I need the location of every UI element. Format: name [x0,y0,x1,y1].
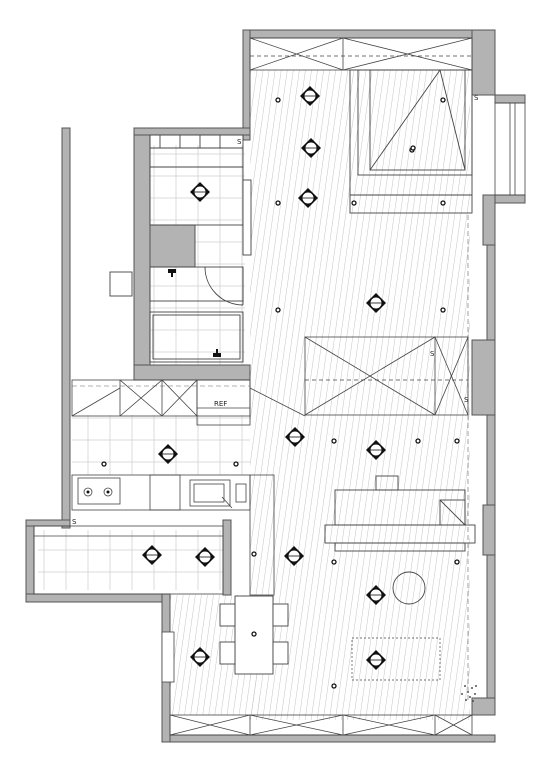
dot-icon [101,461,107,467]
dot-icon [454,438,460,444]
rug-table [351,637,441,681]
dot-icon [331,438,337,444]
switch-label-4: S [72,518,77,526]
dot-icon [440,97,446,103]
dot-icon [415,438,421,444]
kitchen-upper-cabinets [71,379,306,426]
top-wardrobe [249,37,473,71]
dot-icon [275,307,281,313]
dot-icon [233,461,239,467]
dashed-guides [72,215,469,700]
switch-label-3: S [237,138,242,146]
dot-icon [275,97,281,103]
bed [349,69,473,214]
switch-label-5: S [474,94,479,102]
dot-icon [275,200,281,206]
dot-icon [331,683,337,689]
dot-icon [440,307,446,313]
light-fixtures [101,97,460,689]
dot-icon [454,559,460,565]
round-table [392,571,426,605]
dot-icon [351,200,357,206]
dot-icon [440,200,446,206]
dot-icon [251,631,257,637]
sofa [324,475,476,552]
switch-label-1: S [430,350,435,358]
utility-box [109,271,133,297]
balcony-window [494,102,526,196]
dot-icon [410,145,416,151]
dot-icon [251,551,257,557]
faucet-icon [168,269,221,357]
lower-counter [33,525,224,595]
dot-icon [331,559,337,565]
plant-icon [461,685,477,702]
storage-unit [304,336,469,416]
kitchen-counter [71,474,275,596]
cooktop-icon [86,490,110,494]
bathroom [149,134,252,363]
refrigerator-label: REF [214,400,227,408]
bottom-strip [161,631,473,736]
switch-label-2: S [464,396,469,404]
